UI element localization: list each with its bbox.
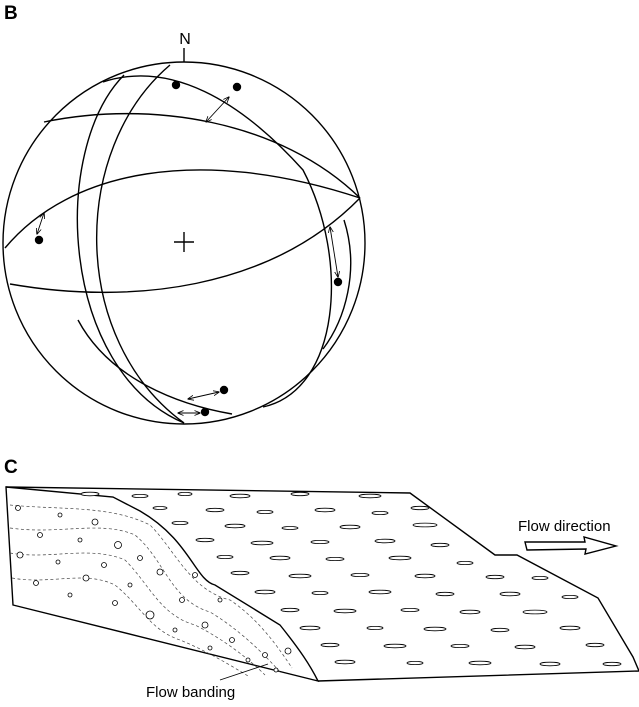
pole-point [232,82,242,92]
flow-direction-label: Flow direction [518,518,611,535]
great-circle-8 [77,319,233,415]
block-diagram: Flow direction Flow banding [5,486,639,701]
great-circle-6 [102,75,333,408]
double-arrow [206,97,229,122]
great-circle-2 [9,197,361,294]
pole-point [171,80,181,90]
block-front-face [5,486,320,683]
great-circle-1 [4,169,361,249]
double-arrow [330,227,338,277]
double-arrow [188,392,219,399]
double-arrow [37,213,44,234]
flow-banding-leader [219,663,269,681]
block-top-surface [5,486,639,682]
vesicles-front [15,505,292,673]
great-circle-7 [322,219,352,350]
north-label: N [179,31,191,48]
flow-band-line [9,504,293,669]
great-circle-3 [43,112,361,199]
pole-point [219,385,229,395]
vesicles-top [80,491,622,667]
pole-point [200,407,210,417]
panel-label-c: C [4,457,18,478]
pole-point [34,235,44,245]
pole-point [333,277,343,287]
flow-band-line [11,577,249,677]
great-circle-5 [96,64,185,424]
panel-label-b: B [4,3,18,24]
flow-banding-label: Flow banding [146,684,235,701]
stereonet: N [2,31,366,425]
great-circle-4 [76,74,185,424]
flow-band-line [9,552,266,676]
flow-band-line [9,527,281,673]
flow-direction-arrow [524,536,619,555]
